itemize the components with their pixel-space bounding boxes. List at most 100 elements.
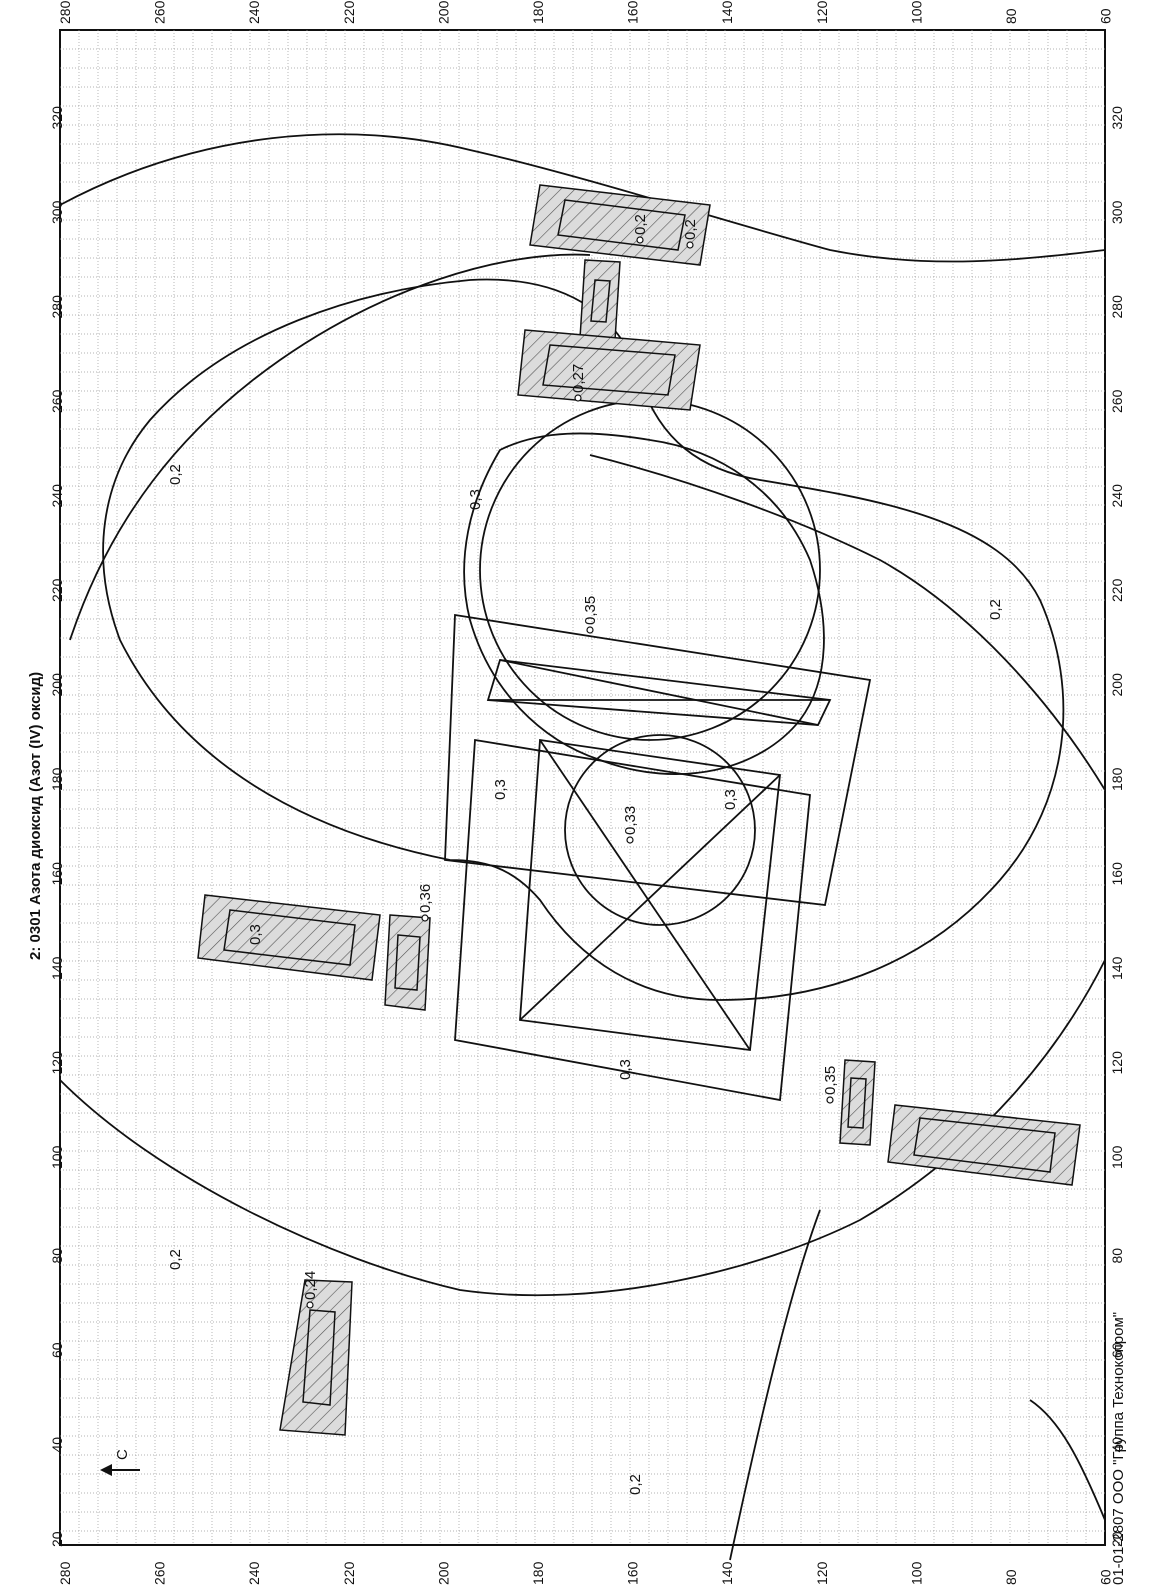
x-tick-label-left: 100 (49, 1145, 65, 1169)
square-source (454, 738, 811, 1102)
y-tick-label-bottom: 280 (57, 1561, 73, 1585)
hatched-building (529, 184, 711, 266)
receptor-point-label: 0,27 (570, 364, 587, 393)
x-tick-label-left: 80 (49, 1248, 65, 1264)
receptor-point-label: 0,36 (417, 884, 434, 913)
plot-frame (59, 29, 1106, 1546)
receptor-point-label: 0,35 (822, 1066, 839, 1095)
x-tick-label-left: 240 (49, 484, 65, 508)
receptor-point (421, 914, 429, 922)
x-tick-label-left: 160 (49, 862, 65, 886)
receptor-point (586, 626, 594, 634)
x-tick-label-left: 60 (49, 1342, 65, 1358)
x-tick-label-right: 40 (1109, 1437, 1125, 1453)
y-tick-label-top: 100 (908, 0, 924, 24)
x-tick-label-right: 240 (1109, 484, 1125, 508)
isoline-label: 0,2 (167, 1249, 184, 1270)
y-tick-label-top: 180 (530, 0, 546, 24)
hatched-building (839, 1059, 876, 1146)
x-tick-label-right: 140 (1109, 956, 1125, 980)
y-tick-label-bottom: 140 (719, 1561, 735, 1585)
isoline-label: 0,3 (617, 1059, 634, 1080)
hatched-building (384, 914, 431, 1011)
x-tick-label-left: 180 (49, 767, 65, 791)
isoline-0.2-outer (69, 253, 1106, 791)
y-tick-label-bottom: 100 (908, 1561, 924, 1585)
buildings (197, 184, 1081, 1436)
isoline-label: 0,2 (167, 464, 184, 485)
y-tick-label-top: 260 (152, 0, 168, 24)
x-tick-label-left: 320 (49, 106, 65, 130)
isoline-label: 0,3 (467, 489, 484, 510)
receptor-point-label: 0,33 (622, 806, 639, 835)
x-tick-label-right: 160 (1109, 862, 1125, 886)
y-tick-label-top: 200 (435, 0, 451, 24)
x-tick-label-left: 140 (49, 956, 65, 980)
y-tick-label-top: 120 (814, 0, 830, 24)
receptor-point-label: 0,2 (682, 219, 699, 240)
x-tick-label-left: 280 (49, 295, 65, 319)
map-title: 2: 0301 Азота диоксид (Азот (IV) оксид) (27, 672, 44, 960)
grid (60, 30, 1105, 1545)
isoline-label: 0,2 (987, 599, 1004, 620)
x-tick-label-right: 20 (1109, 1531, 1125, 1547)
y-tick-label-bottom: 200 (435, 1561, 451, 1585)
north-label: С (114, 1449, 131, 1460)
receptor-point-label: 0,2 (632, 214, 649, 235)
isoline-label: 0,3 (722, 789, 739, 810)
isolines (59, 133, 1106, 1561)
x-tick-label-right: 220 (1109, 578, 1125, 602)
receptor-point (574, 394, 582, 402)
y-tick-label-top: 220 (341, 0, 357, 24)
x-tick-label-left: 20 (49, 1531, 65, 1547)
hatched-building (517, 329, 701, 411)
y-tick-label-top: 60 (1098, 8, 1114, 24)
isoline-labels: 0,2 0,2 0,2 0,2 0,3 0,3 0,3 0,3 0,3 (167, 464, 1004, 1495)
map-footer: 01-01-2807 ООО "Группа Технокопром" (1110, 1312, 1127, 1585)
y-tick-label-bottom: 60 (1098, 1569, 1114, 1585)
x-tick-label-right: 180 (1109, 767, 1125, 791)
y-tick-label-bottom: 240 (246, 1561, 262, 1585)
x-tick-label-right: 120 (1109, 1051, 1125, 1075)
x-tick-label-left: 120 (49, 1051, 65, 1075)
receptor-point-label: 0,35 (582, 596, 599, 625)
receptor-point (306, 1301, 314, 1309)
y-tick-label-bottom: 180 (530, 1561, 546, 1585)
x-tick-label-left: 40 (49, 1437, 65, 1453)
x-tick-label-left: 220 (49, 578, 65, 602)
x-tick-label-left: 300 (49, 200, 65, 224)
isoline-inner-circle (479, 399, 821, 741)
hatched-building (579, 259, 621, 341)
axis-ticks: 20 20 40 40 60 60 80 80 100 100 120 120 140 140 160 160… (49, 0, 1125, 1585)
hatched-building (887, 1104, 1081, 1186)
x-tick-label-right: 100 (1109, 1145, 1125, 1169)
y-tick-label-top: 240 (246, 0, 262, 24)
x-tick-label-right: 300 (1109, 200, 1125, 224)
isoline-label: 0,3 (492, 779, 509, 800)
receptor-points: 0,24 0,35 0,35 0,27 0,36 0,33 0,2 0,2 (302, 214, 839, 1309)
receptor-point (626, 836, 634, 844)
y-tick-label-bottom: 160 (625, 1561, 641, 1585)
isoline-label: 0,2 (627, 1474, 644, 1495)
isoline-label: 0,3 (247, 924, 264, 945)
y-tick-label-bottom: 260 (152, 1561, 168, 1585)
x-tick-label-left: 260 (49, 389, 65, 413)
isoline-0.2 (59, 133, 1106, 1561)
rotated-rectangle-source (444, 613, 872, 906)
y-tick-label-top: 140 (719, 0, 735, 24)
receptor-point-label: 0,24 (302, 1271, 319, 1300)
x-tick-label-left: 200 (49, 673, 65, 697)
north-arrow-icon: С (100, 1449, 140, 1476)
hatched-building (197, 894, 381, 981)
y-tick-label-top: 80 (1003, 8, 1019, 24)
x-tick-label-right: 60 (1109, 1342, 1125, 1358)
hatched-building (279, 1279, 353, 1436)
x-tick-label-right: 280 (1109, 295, 1125, 319)
y-tick-label-bottom: 120 (814, 1561, 830, 1585)
x-tick-label-right: 80 (1109, 1248, 1125, 1264)
isoline-0.3-inner (463, 432, 825, 775)
x-tick-label-right: 200 (1109, 673, 1125, 697)
x-tick-label-right: 320 (1109, 106, 1125, 130)
receptor-point (636, 236, 644, 244)
